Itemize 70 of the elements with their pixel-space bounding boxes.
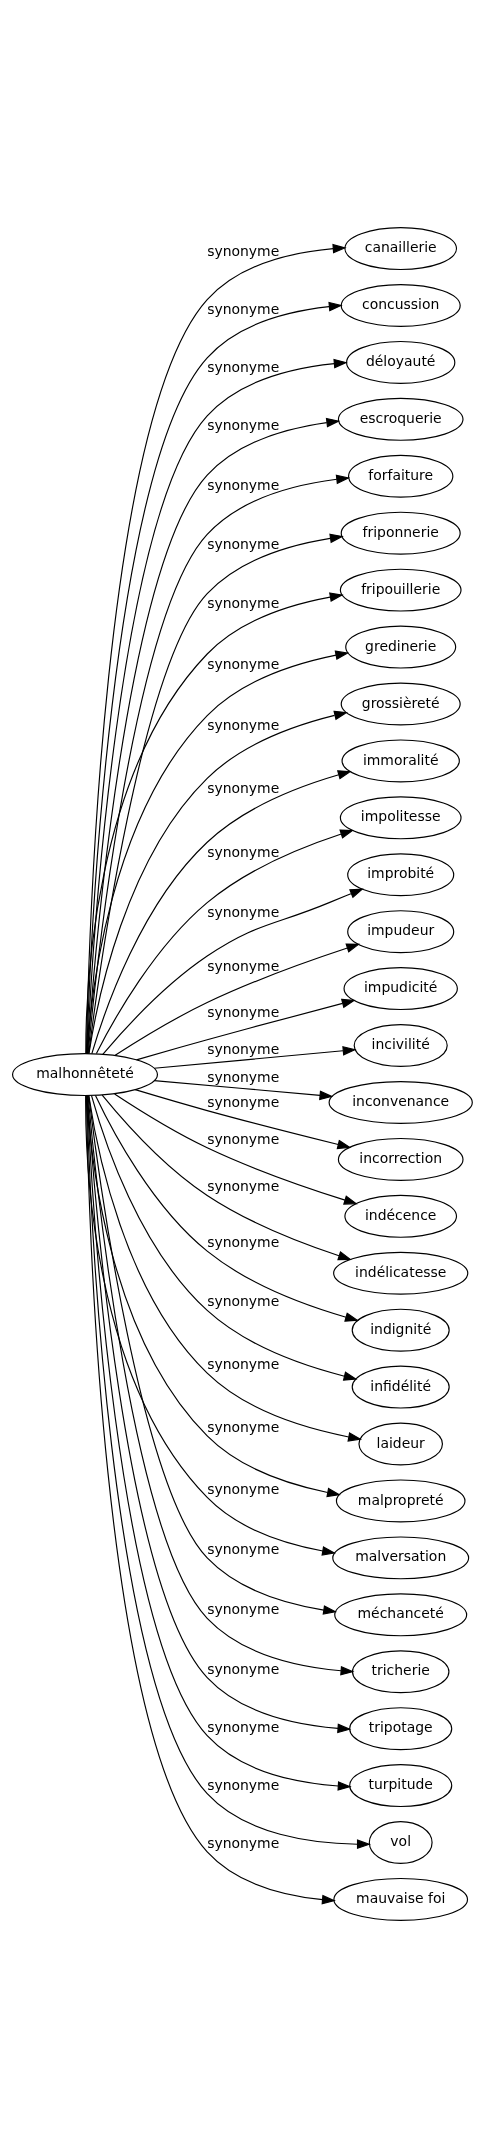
edge-label: synonyme (207, 242, 280, 259)
arrow (134, 1088, 352, 1149)
edge-label: synonyme (207, 903, 280, 920)
arrow (88, 710, 349, 1054)
edge-label: synonyme (207, 594, 280, 611)
arrow (153, 1045, 357, 1069)
edge-label: synonyme (207, 1600, 280, 1617)
node-ellipse: grossièreté (340, 681, 461, 725)
node-ellipse: friponnerie (340, 511, 461, 555)
node-ellipse: forfaiture (348, 454, 454, 498)
node-ellipse: méchanceté (334, 1592, 468, 1636)
node-ellipse: concussion (340, 283, 461, 327)
node-ellipse: laideur (358, 1422, 443, 1465)
arrow (101, 1093, 352, 1260)
arrow (135, 998, 356, 1060)
arrow (90, 1094, 358, 1381)
edge-label: synonyme (207, 779, 280, 796)
node-ellipse: fripouillerie (339, 568, 462, 612)
edge-label: synonyme (207, 1834, 280, 1851)
edge-label: synonyme (207, 358, 280, 375)
edge-label: synonyme (207, 1177, 280, 1194)
node-ellipse: impudicité (343, 966, 458, 1010)
edge-label: synonyme (207, 1355, 280, 1372)
node-ellipse: turpitude (349, 1763, 453, 1807)
edge-label: synonyme (207, 416, 280, 433)
node-ellipse: canaillerie (344, 226, 458, 270)
node-ellipse: inconvenance (328, 1080, 473, 1124)
arrow (94, 1094, 359, 1322)
arrow (102, 888, 364, 1055)
edge-label: synonyme (207, 300, 280, 317)
edge-label: synonyme (207, 1130, 280, 1147)
edge-label: synonyme (207, 1068, 280, 1085)
edge-label: synonyme (207, 716, 280, 733)
arrow (91, 769, 352, 1054)
node-ellipse: déloyauté (346, 340, 456, 384)
edge-label: synonyme (207, 1418, 280, 1435)
edge-label: synonyme (207, 957, 280, 974)
edge-label: synonyme (207, 1040, 280, 1057)
arrow (88, 1094, 362, 1442)
arrow (114, 943, 361, 1056)
edge-label: synonyme (207, 1540, 280, 1557)
edge-label: synonyme (207, 1003, 280, 1020)
node-ellipse: vol (368, 1820, 433, 1864)
node-ellipse: tricherie (351, 1649, 450, 1693)
edge-label: synonyme (207, 1093, 280, 1110)
edge-label: synonyme (207, 1776, 280, 1793)
node-ellipse: tripotage (349, 1706, 453, 1750)
edge-label: synonyme (207, 655, 280, 672)
edge-label: synonyme (207, 1718, 280, 1735)
arrow (114, 1092, 358, 1205)
node-ellipse: malpropreté (335, 1478, 466, 1522)
edge-label: synonyme (207, 1480, 280, 1497)
node-ellipse: escroquerie (337, 397, 464, 441)
node-ellipse: infidélité (351, 1365, 450, 1409)
node-ellipse: indignité (351, 1308, 450, 1352)
edge-label: synonyme (207, 1660, 280, 1677)
node-ellipse: immoralité (341, 738, 460, 782)
node-ellipse: malhonnêteté (12, 1052, 158, 1096)
node-ellipse: gredinerie (345, 625, 457, 669)
edge-label: synonyme (207, 843, 280, 860)
arrow (95, 829, 355, 1054)
edge-label: synonyme (207, 476, 280, 493)
node-ellipse: incivilité (353, 1023, 448, 1067)
edge-label: synonyme (207, 1233, 280, 1250)
arrow (85, 1094, 336, 1904)
edge-label: synonyme (207, 1292, 280, 1309)
node-ellipse: malversation (332, 1535, 470, 1579)
node-ellipse: mauvaise foi (333, 1877, 469, 1921)
arrow (153, 1079, 334, 1100)
edge-label: synonyme (207, 535, 280, 552)
